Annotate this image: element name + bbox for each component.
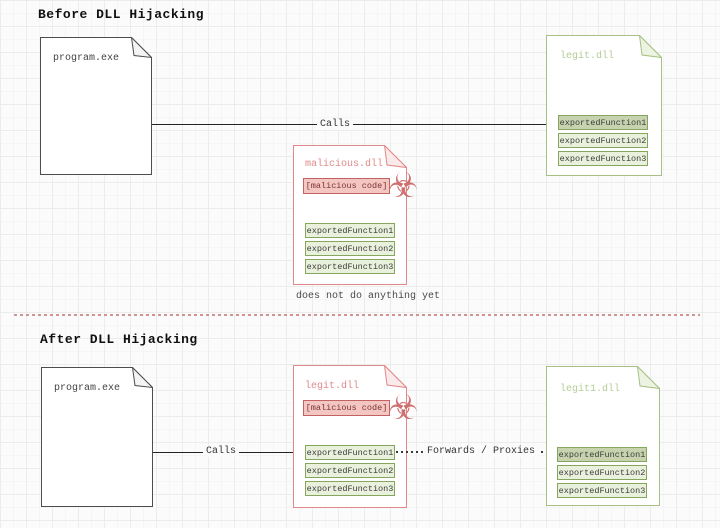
calls-arrow-label-before: Calls	[316, 119, 354, 130]
malicious-dll-note: does not do anything yet	[296, 291, 441, 302]
program-exe-node-after: program.exe	[41, 367, 153, 507]
biohazard-icon: ☣	[388, 388, 419, 428]
malicious-code-box: [malicious code]	[303, 178, 390, 194]
program-exe-label: program.exe	[54, 383, 121, 394]
export-row: exportedFunction1	[557, 447, 647, 462]
biohazard-icon: ☣	[388, 166, 419, 206]
legit1-dll-label: legit1.dll	[560, 384, 621, 395]
legit-dll-label: legit.dll	[560, 51, 615, 62]
document-outline	[40, 37, 152, 175]
export-row: exportedFunction3	[558, 151, 648, 166]
export-row: exportedFunction2	[558, 133, 648, 148]
program-exe-node-before: program.exe	[40, 37, 152, 175]
calls-arrow-label-after: Calls	[202, 446, 240, 457]
export-row: exportedFunction3	[305, 481, 395, 496]
export-row: exportedFunction1	[305, 223, 395, 238]
document-outline	[41, 367, 153, 507]
export-row: exportedFunction3	[305, 259, 395, 274]
after-section-title: After DLL Hijacking	[40, 332, 198, 347]
export-row: exportedFunction2	[305, 463, 395, 478]
before-section-title: Before DLL Hijacking	[38, 7, 205, 22]
section-separator	[14, 314, 700, 316]
export-row: exportedFunction2	[305, 241, 395, 256]
malicious-dll-label: malicious.dll	[305, 159, 384, 170]
export-row: exportedFunction1	[558, 115, 648, 130]
program-exe-label: program.exe	[53, 53, 120, 64]
forwards-arrow-label: Forwards / Proxies	[423, 446, 539, 457]
export-row: exportedFunction2	[557, 465, 647, 480]
malicious-code-box: [malicious code]	[303, 400, 390, 416]
export-row: exportedFunction1	[305, 445, 395, 460]
export-row: exportedFunction3	[557, 483, 647, 498]
hijacked-legit-dll-label: legit.dll	[305, 381, 360, 392]
